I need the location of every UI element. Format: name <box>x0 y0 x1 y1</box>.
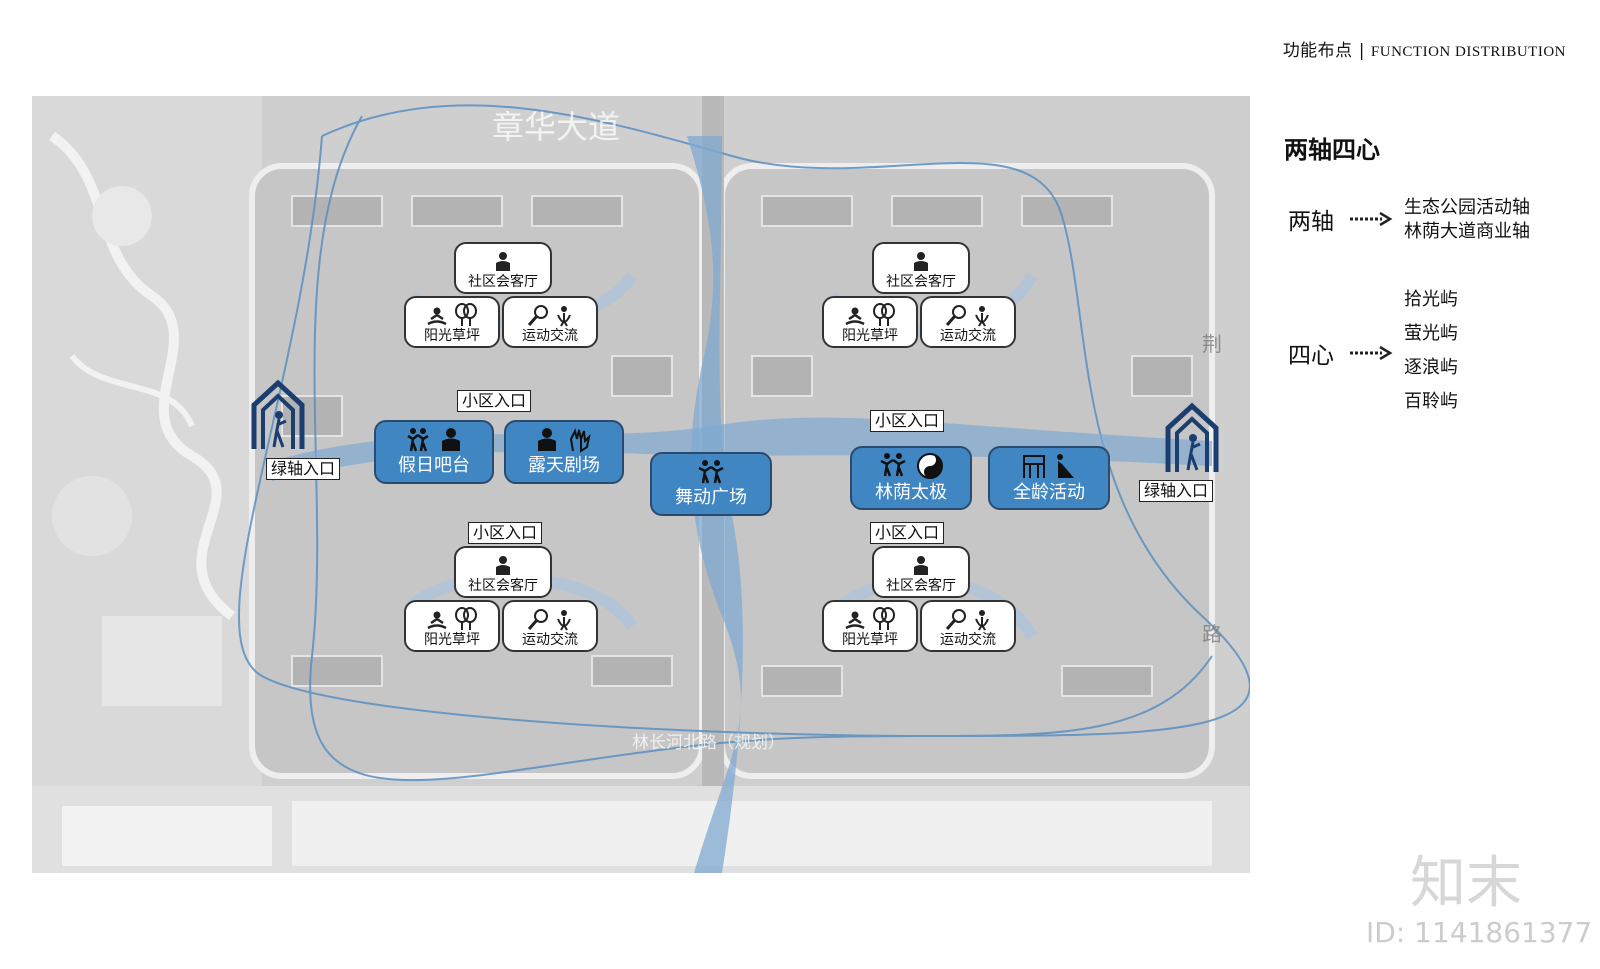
community-hall-label: 社区会客厅 <box>468 578 538 594</box>
road-label-right-1: 荆 <box>1202 332 1222 356</box>
sport-box-se: 运动交流 <box>920 600 1016 652</box>
community-entrance-ne: 小区入口 <box>870 410 945 432</box>
person-sitting-icon <box>496 556 510 575</box>
dance-plaza-box: 舞动广场 <box>650 452 772 516</box>
person-sitting-icon <box>442 428 460 451</box>
jump-rope-icon <box>975 306 989 327</box>
holiday-bar-label: 假日吧台 <box>398 455 470 476</box>
heart-item-2: 萤光屿 <box>1404 323 1458 344</box>
lawn-box-ne: 阳光草坪 <box>822 296 918 348</box>
gate-icon <box>251 379 305 449</box>
playground-icon <box>1023 454 1074 478</box>
heart-item-1: 拾光屿 <box>1404 289 1458 310</box>
jump-rope-icon <box>557 306 571 327</box>
heart-item-3: 逐浪屿 <box>1404 357 1458 378</box>
dotted-arrow-icon <box>1350 346 1393 360</box>
jump-rope-icon <box>557 610 571 631</box>
heart-item-4: 百聆屿 <box>1404 391 1458 412</box>
open-air-theater-box: 露天剧场 <box>504 420 624 484</box>
racket-icon <box>873 303 895 326</box>
green-axis-entrance-right: 绿轴入口 <box>1139 480 1214 502</box>
axes-label: 两轴 <box>1288 209 1334 235</box>
clap-hands-icon <box>569 428 591 453</box>
racket-icon <box>945 305 966 326</box>
shade-taichi-box: 林荫太极 <box>850 446 972 510</box>
id-watermark: ID: 1141861377 <box>1366 916 1593 949</box>
dancing-icon <box>698 460 724 484</box>
racket-icon <box>945 609 966 630</box>
community-hall-box-se: 社区会客厅 <box>872 546 970 598</box>
meditation-icon <box>427 611 447 630</box>
sport-label: 运动交流 <box>522 632 578 648</box>
dancing-icon <box>407 428 429 452</box>
sport-box-nw: 运动交流 <box>502 296 598 348</box>
header-en: FUNCTION DISTRIBUTION <box>1370 44 1566 60</box>
jump-rope-icon <box>975 610 989 631</box>
open-air-theater-label: 露天剧场 <box>528 455 600 476</box>
community-hall-box-ne: 社区会客厅 <box>872 242 970 294</box>
community-hall-box-nw: 社区会客厅 <box>454 242 552 294</box>
racket-icon <box>873 607 895 630</box>
green-axis-entrance-left: 绿轴入口 <box>266 458 341 480</box>
sport-box-ne: 运动交流 <box>920 296 1016 348</box>
axis-item-2: 林荫大道商业轴 <box>1404 221 1530 242</box>
community-entrance-se: 小区入口 <box>870 522 945 544</box>
community-hall-label: 社区会客厅 <box>886 274 956 290</box>
person-sitting-icon <box>538 428 556 451</box>
dotted-arrow-icon <box>1350 212 1393 226</box>
dancing-icon <box>880 453 906 477</box>
dance-plaza-label: 舞动广场 <box>675 487 747 508</box>
sport-label: 运动交流 <box>940 328 996 344</box>
sport-label: 运动交流 <box>522 328 578 344</box>
yin-yang-icon <box>917 453 943 479</box>
person-sitting-icon <box>914 556 928 575</box>
meditation-icon <box>845 611 865 630</box>
hearts-label: 四心 <box>1288 343 1334 369</box>
header-cn: 功能布点 <box>1282 41 1353 61</box>
lawn-box-sw: 阳光草坪 <box>404 600 500 652</box>
shade-taichi-label: 林荫太极 <box>875 482 947 503</box>
meditation-icon <box>845 307 865 326</box>
lawn-label: 阳光草坪 <box>842 632 898 648</box>
lawn-label: 阳光草坪 <box>424 328 480 344</box>
header-sep: | <box>1358 41 1365 61</box>
brand-watermark: 知末 <box>1410 851 1522 916</box>
sport-label: 运动交流 <box>940 632 996 648</box>
racket-icon <box>455 303 477 326</box>
road-label-top: 章华大道 <box>492 108 621 146</box>
sport-box-sw: 运动交流 <box>502 600 598 652</box>
gate-icon <box>1165 402 1219 472</box>
all-age-activity-box: 全龄活动 <box>988 446 1110 510</box>
community-hall-label: 社区会客厅 <box>886 578 956 594</box>
site-plan-map: 章华大道 林长河北路（规划） 荆 路 绿轴入口 绿轴入口 小区入口 小区入口 小… <box>32 96 1250 873</box>
racket-icon <box>455 607 477 630</box>
lawn-label: 阳光草坪 <box>424 632 480 648</box>
community-entrance-sw: 小区入口 <box>468 522 543 544</box>
person-sitting-icon <box>914 252 928 271</box>
axis-item-1: 生态公园活动轴 <box>1404 197 1530 218</box>
lawn-box-se: 阳光草坪 <box>822 600 918 652</box>
all-age-activity-label: 全龄活动 <box>1013 482 1085 503</box>
lawn-label: 阳光草坪 <box>842 328 898 344</box>
holiday-bar-box: 假日吧台 <box>374 420 494 484</box>
racket-icon <box>527 305 548 326</box>
community-entrance-nw: 小区入口 <box>457 390 532 412</box>
page-header: 功能布点| FUNCTION DISTRIBUTION <box>1283 36 1566 61</box>
community-hall-label: 社区会客厅 <box>468 274 538 290</box>
racket-icon <box>527 609 548 630</box>
road-label-right-2: 路 <box>1202 622 1222 646</box>
road-label-bottom: 林长河北路（规划） <box>632 733 785 753</box>
community-hall-box-sw: 社区会客厅 <box>454 546 552 598</box>
person-sitting-icon <box>496 252 510 271</box>
lawn-box-nw: 阳光草坪 <box>404 296 500 348</box>
meditation-icon <box>427 307 447 326</box>
legend-title: 两轴四心 <box>1284 135 1380 164</box>
